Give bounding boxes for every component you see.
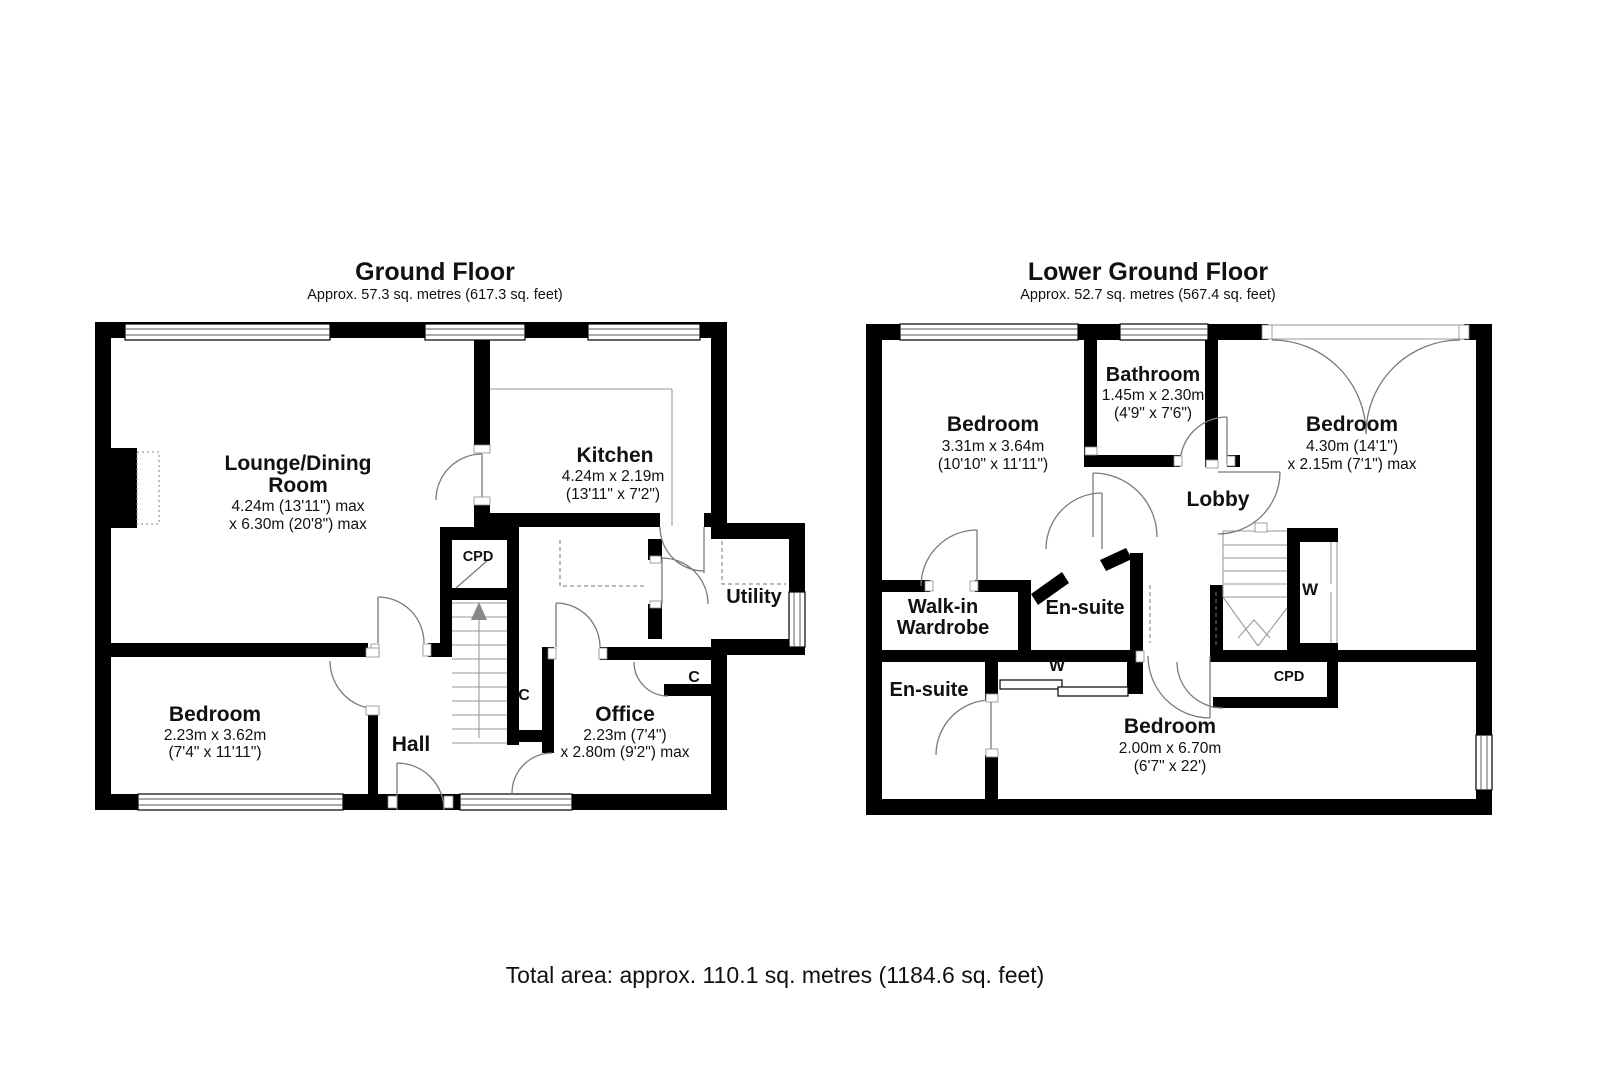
kitchen-dimensions-line2: (13'11" x 7'2") — [566, 486, 660, 503]
office-dimensions-line1: 2.23m (7'4") — [583, 727, 666, 744]
total-area-text: Total area: approx. 110.1 sq. metres (11… — [506, 962, 1045, 988]
ground-floor-stairs — [452, 602, 507, 744]
closet-hall-label: C — [518, 687, 530, 704]
ground-floor-doors — [329, 453, 709, 811]
bedroom-tl-dimensions-line1: 3.31m x 3.64m — [942, 438, 1045, 455]
lower-ground-floor-subtitle: Approx. 52.7 sq. metres (567.4 sq. feet) — [1020, 287, 1276, 303]
bathroom-dimensions-line2: (4'9" x 7'6") — [1114, 405, 1192, 422]
lounge-name-line2: Room — [268, 474, 328, 497]
kitchen-name: Kitchen — [576, 444, 653, 467]
cpd-label: CPD — [463, 549, 494, 565]
bedroom-bottom-dimensions-line1: 2.00m x 6.70m — [1119, 740, 1222, 757]
bedroom-tl-dimensions-line2: (10'10" x 11'11") — [938, 456, 1048, 473]
office-name: Office — [595, 703, 655, 726]
wardrobe-mid-label: W — [1049, 656, 1066, 675]
chimney-breast — [111, 448, 137, 528]
chimney-recess-dotted — [136, 451, 160, 525]
bedroom-tl-name: Bedroom — [947, 413, 1039, 436]
wardrobe-right-label: W — [1302, 580, 1319, 599]
bedroom-tr-dimensions-line2: x 2.15m (7'1") max — [1287, 456, 1416, 473]
walk-in-wardrobe-name-line1: Walk-in — [908, 596, 978, 618]
lower-ground-floor-windows — [899, 323, 1493, 791]
bedroom-gf-dimensions-line1: 2.23m x 3.62m — [164, 727, 267, 744]
bathroom-dimensions-line1: 1.45m x 2.30m — [1102, 387, 1205, 404]
ground-floor-plan: Ground Floor Approx. 57.3 sq. metres (61… — [95, 258, 806, 811]
bedroom-tr-dimensions-line1: 4.30m (14'1") — [1306, 438, 1398, 455]
front-door-arc — [396, 762, 445, 811]
ensuite-lower-name: En-suite — [890, 679, 969, 701]
ground-floor-interior-walls — [111, 338, 727, 794]
bedroom-gf-name: Bedroom — [169, 703, 261, 726]
stairs-arrow-icon — [1237, 619, 1271, 639]
bedroom-bottom-dimensions-line2: (6'7" x 22') — [1134, 758, 1207, 775]
kitchen-dimensions-line1: 4.24m x 2.19m — [562, 468, 665, 485]
lounge-name-line1: Lounge/Dining — [225, 452, 372, 475]
bedroom-tr-name: Bedroom — [1306, 413, 1398, 436]
lower-ground-floor-plan: Lower Ground Floor Approx. 52.7 sq. metr… — [866, 258, 1493, 815]
office-dimensions-line2: x 2.80m (9'2") max — [560, 744, 689, 761]
wardrobe-fronts — [999, 542, 1338, 697]
ground-floor-door-jambs — [365, 444, 662, 809]
bathroom-name: Bathroom — [1106, 364, 1200, 386]
lower-ground-floor-interior-walls — [882, 340, 1476, 799]
cpd-lgf-label: CPD — [1274, 669, 1305, 685]
lower-ground-floor-title: Lower Ground Floor — [1028, 258, 1269, 286]
ground-floor-windows — [124, 323, 806, 811]
entrance-arch — [1261, 324, 1470, 435]
lower-ground-floor-door-jambs — [924, 446, 1268, 758]
lounge-dimensions-line2: x 6.30m (20'8") max — [229, 516, 367, 533]
bedroom-gf-dimensions-line2: (7'4" x 11'11") — [168, 744, 261, 761]
hall-name: Hall — [392, 733, 431, 756]
utility-name: Utility — [726, 586, 782, 608]
walk-in-wardrobe-name-line2: Wardrobe — [897, 617, 990, 639]
kitchen-worktop-lines — [490, 388, 673, 526]
lower-ground-floor-stairs — [1222, 530, 1288, 647]
utility-dashed-line — [721, 541, 786, 585]
hall-dashed-line — [559, 540, 646, 587]
stairs-up-arrow-icon — [471, 602, 487, 620]
bedroom-bottom-name: Bedroom — [1124, 715, 1216, 738]
lobby-name: Lobby — [1187, 488, 1250, 511]
ground-floor-title: Ground Floor — [355, 258, 515, 286]
ensuite-upper-name: En-suite — [1046, 597, 1125, 619]
closet-office-label: C — [688, 669, 700, 686]
ground-floor-subtitle: Approx. 57.3 sq. metres (617.3 sq. feet) — [307, 287, 563, 303]
lounge-dimensions-line1: 4.24m (13'11") max — [231, 498, 364, 515]
cpd-door-leaf — [455, 559, 489, 589]
